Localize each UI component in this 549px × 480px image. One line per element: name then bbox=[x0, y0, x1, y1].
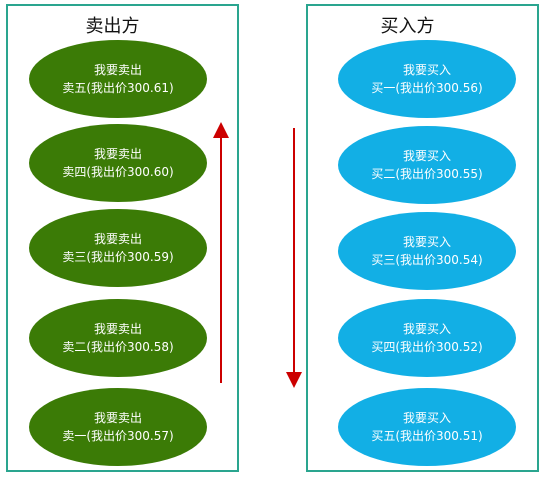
sell-order-price: 卖五(我出价300.61) bbox=[62, 81, 174, 95]
sell-order-price: 卖三(我出价300.59) bbox=[62, 250, 174, 264]
sell-order-action: 我要卖出 bbox=[93, 322, 142, 336]
buy-order-action: 我要买入 bbox=[402, 411, 451, 425]
buy-order-price: 买三(我出价300.54) bbox=[371, 253, 483, 267]
sell-order-1: 我要卖出 卖一(我出价300.57) bbox=[29, 388, 207, 466]
sell-order-5: 我要卖出 卖五(我出价300.61) bbox=[29, 40, 207, 118]
buy-order-action: 我要买入 bbox=[402, 63, 451, 77]
buy-order-price: 买二(我出价300.55) bbox=[371, 167, 483, 181]
buy-order-price: 买五(我出价300.51) bbox=[371, 429, 483, 443]
buy-side-title: 买入方 bbox=[380, 16, 435, 37]
sell-order-action: 我要卖出 bbox=[93, 411, 142, 425]
buy-order-action: 我要买入 bbox=[402, 322, 451, 336]
buy-order-price: 买一(我出价300.56) bbox=[371, 81, 483, 95]
buy-order-price: 买四(我出价300.52) bbox=[371, 340, 483, 354]
sell-order-3: 我要卖出 卖三(我出价300.59) bbox=[29, 209, 207, 287]
sell-order-2: 我要卖出 卖二(我出价300.58) bbox=[29, 299, 207, 377]
sell-order-price: 卖四(我出价300.60) bbox=[62, 165, 174, 179]
buy-order-action: 我要买入 bbox=[402, 149, 451, 163]
sell-order-action: 我要卖出 bbox=[93, 147, 142, 161]
sell-order-action: 我要卖出 bbox=[93, 232, 142, 246]
sell-side-title: 卖出方 bbox=[85, 16, 140, 37]
buy-order-action: 我要买入 bbox=[402, 235, 451, 249]
sell-order-4: 我要卖出 卖四(我出价300.60) bbox=[29, 124, 207, 202]
buy-order-2: 我要买入 买二(我出价300.55) bbox=[338, 126, 516, 204]
buy-order-3: 我要买入 买三(我出价300.54) bbox=[338, 212, 516, 290]
buy-order-1: 我要买入 买一(我出价300.56) bbox=[338, 40, 516, 118]
sell-order-price: 卖一(我出价300.57) bbox=[62, 429, 174, 443]
buy-order-4: 我要买入 买四(我出价300.52) bbox=[338, 299, 516, 377]
buy-order-5: 我要买入 买五(我出价300.51) bbox=[338, 388, 516, 466]
sell-order-action: 我要卖出 bbox=[93, 63, 142, 77]
sell-order-price: 卖二(我出价300.58) bbox=[62, 340, 174, 354]
